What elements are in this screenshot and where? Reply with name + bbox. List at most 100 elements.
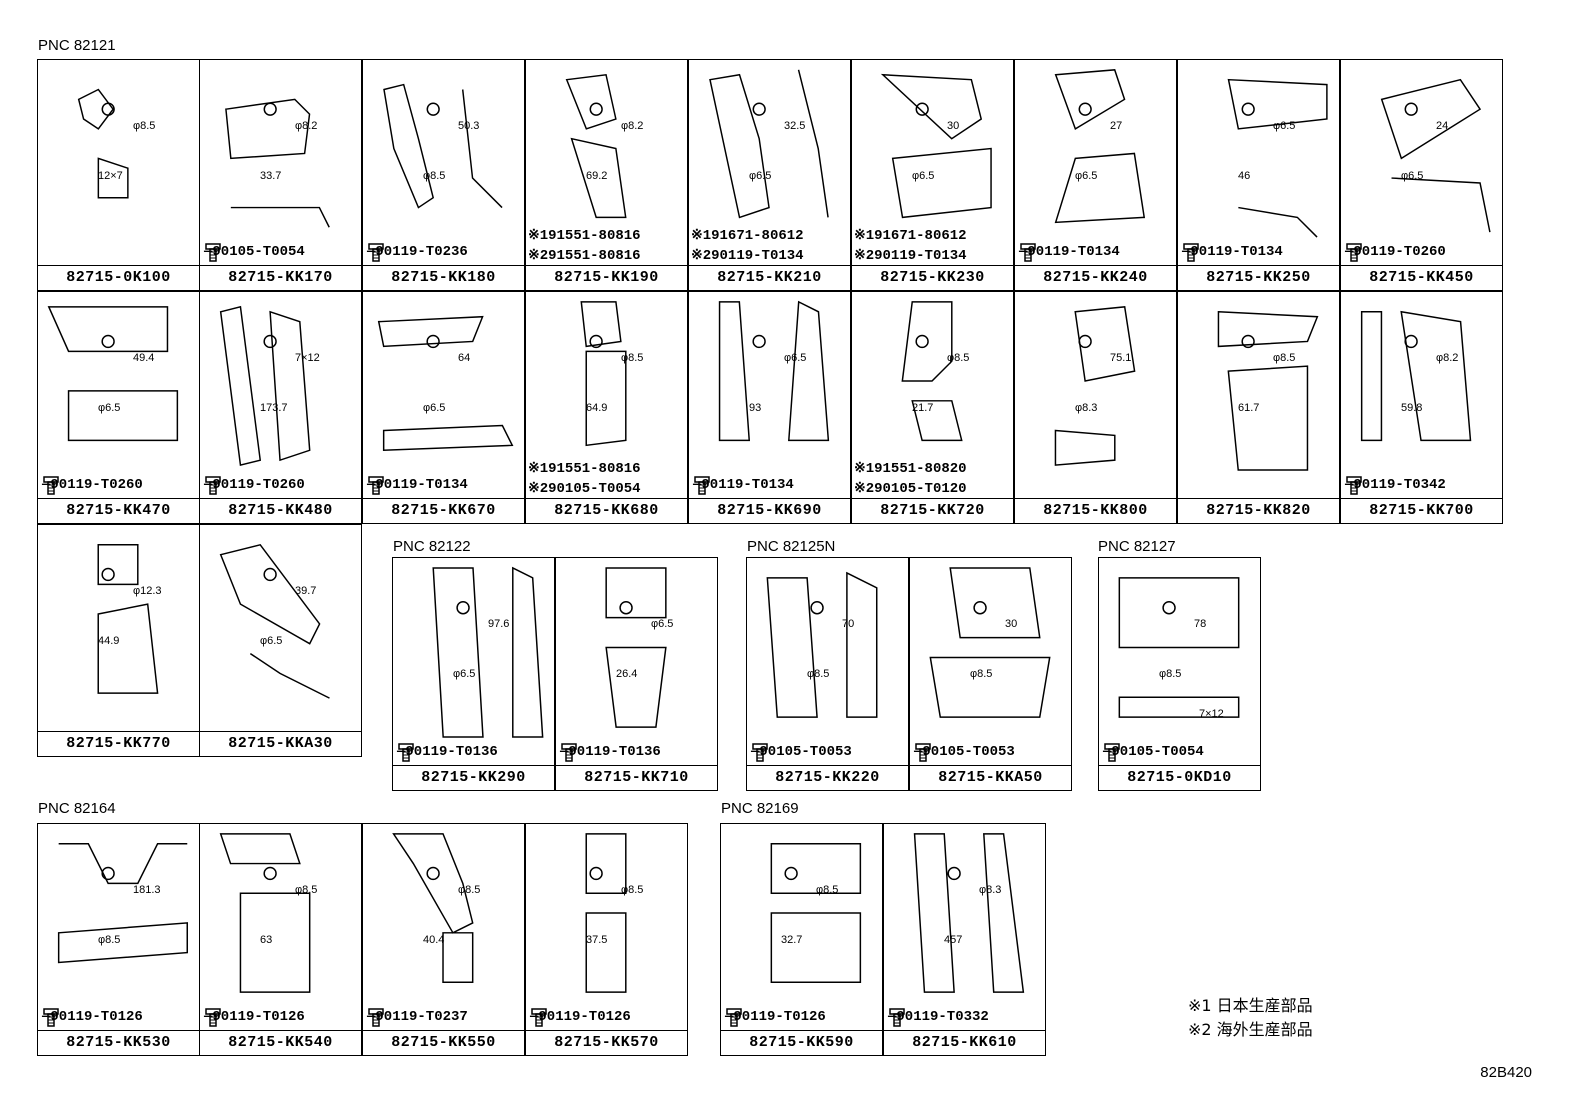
bracket-outline (565, 73, 627, 219)
dimension-label: 457 (944, 934, 963, 946)
mounting-hole (1078, 334, 1092, 349)
dimension-label: 64 (458, 352, 471, 364)
mounting-hole (784, 866, 798, 881)
bracket-outline (880, 73, 992, 219)
mounting-hole (947, 866, 961, 881)
dimension-label: φ6.5 (453, 668, 476, 680)
bolt-icon (43, 476, 59, 495)
dimension-label: 46 (1238, 170, 1251, 182)
bolt-icon (205, 1008, 221, 1027)
bolt-part-number: —90119-T0342 (1345, 477, 1446, 493)
dimension-label: 40.4 (423, 934, 445, 946)
part-number: 82715-KKA30 (200, 731, 361, 756)
bracket-outline (770, 843, 862, 984)
part-number: 82715-KK550 (363, 1030, 524, 1055)
dimension-label: 75.1 (1110, 352, 1132, 364)
bolt-icon (368, 476, 384, 495)
pnc-label: PNC 82127 (1098, 538, 1176, 555)
bracket-outline (605, 567, 667, 728)
dimension-label: φ8.2 (621, 120, 644, 132)
part-number: 82715-KK540 (200, 1030, 361, 1055)
bracket-outline (585, 833, 627, 993)
bracket-outline (1380, 78, 1491, 233)
dimension-label: φ6.5 (260, 635, 283, 647)
mounting-hole (752, 102, 766, 116)
bracket-drawing (901, 301, 963, 442)
origin-ref: ※291551-80816 (528, 248, 641, 264)
dimension-label: φ6.5 (1075, 170, 1098, 182)
bolt-icon (1346, 476, 1362, 495)
bracket-drawing (585, 833, 627, 993)
part-number: 82715-KK230 (852, 265, 1013, 290)
part-number: 82715-KK190 (526, 265, 687, 290)
bracket-drawing (709, 69, 829, 219)
dimension-label: φ8.5 (621, 884, 644, 896)
dimension-label: φ8.5 (1273, 352, 1296, 364)
dimension-label: φ6.5 (1273, 120, 1296, 132)
bolt-ref: —90119-T0136 (397, 742, 498, 762)
dimension-label: φ8.5 (295, 884, 318, 896)
mounting-hole (263, 567, 277, 582)
dimension-label: 32.5 (784, 120, 806, 132)
bracket-outline (709, 69, 829, 219)
bolt-icon (531, 1008, 547, 1027)
part-number: 82715-KK610 (884, 1030, 1045, 1055)
bolt-part-number: —90119-T0260 (204, 477, 305, 493)
bolt-part-number: —90105-T0054 (204, 244, 305, 260)
bolt-ref: —90119-T0134 (367, 475, 468, 495)
bolt-icon (205, 476, 221, 495)
part-number: 82715-KK570 (526, 1030, 687, 1055)
bolt-ref: —90119-T0332 (888, 1007, 989, 1027)
bolt-icon (1346, 243, 1362, 262)
part-number: 82715-KK480 (200, 498, 361, 523)
bolt-part-number: —90119-T0332 (888, 1009, 989, 1025)
bolt-ref: —90105-T0053 (751, 742, 852, 762)
dimension-label: φ6.5 (651, 618, 674, 630)
bracket-drawing (57, 843, 189, 964)
bolt-ref: —90105-T0054 (1103, 742, 1204, 762)
bolt-part-number: —90119-T0134 (367, 477, 468, 493)
bracket-drawing (1054, 306, 1136, 466)
mounting-hole (1404, 334, 1418, 349)
bracket-outline (383, 83, 503, 209)
dimension-label: 61.7 (1238, 402, 1260, 414)
bracket-outline (1360, 310, 1472, 442)
origin-ref: ※290105-T0054 (528, 481, 641, 497)
bolt-part-number: —90119-T0126 (204, 1009, 305, 1025)
part-number: 82715-KK210 (689, 265, 850, 290)
bolt-icon (398, 743, 414, 762)
mounting-hole (589, 334, 603, 349)
legend-item: ※2 海外生産部品 (1188, 1020, 1313, 1039)
bolt-icon (752, 743, 768, 762)
mounting-hole (589, 866, 603, 881)
bolt-part-number: —90119-T0236 (367, 244, 468, 260)
bracket-outline (432, 566, 544, 738)
bolt-part-number: —90119-T0134 (1182, 244, 1283, 260)
bracket-drawing (383, 83, 503, 209)
part-number: 82715-KK770 (38, 731, 199, 756)
dimension-label: φ8.5 (133, 120, 156, 132)
part-number: 82715-KK290 (393, 765, 554, 790)
dimension-label: 97.6 (488, 618, 510, 630)
part-number: 82715-KK590 (721, 1030, 882, 1055)
mounting-hole (426, 102, 440, 116)
dimension-label: φ8.5 (816, 884, 839, 896)
bolt-ref: —90119-T0126 (42, 1007, 143, 1027)
bracket-drawing (47, 306, 179, 442)
bolt-part-number: —90105-T0054 (1103, 744, 1204, 760)
dimension-label: 12×7 (98, 170, 123, 182)
bracket-drawing (1118, 577, 1240, 718)
bolt-ref: —90119-T0342 (1345, 475, 1446, 495)
mounting-hole (810, 601, 824, 615)
